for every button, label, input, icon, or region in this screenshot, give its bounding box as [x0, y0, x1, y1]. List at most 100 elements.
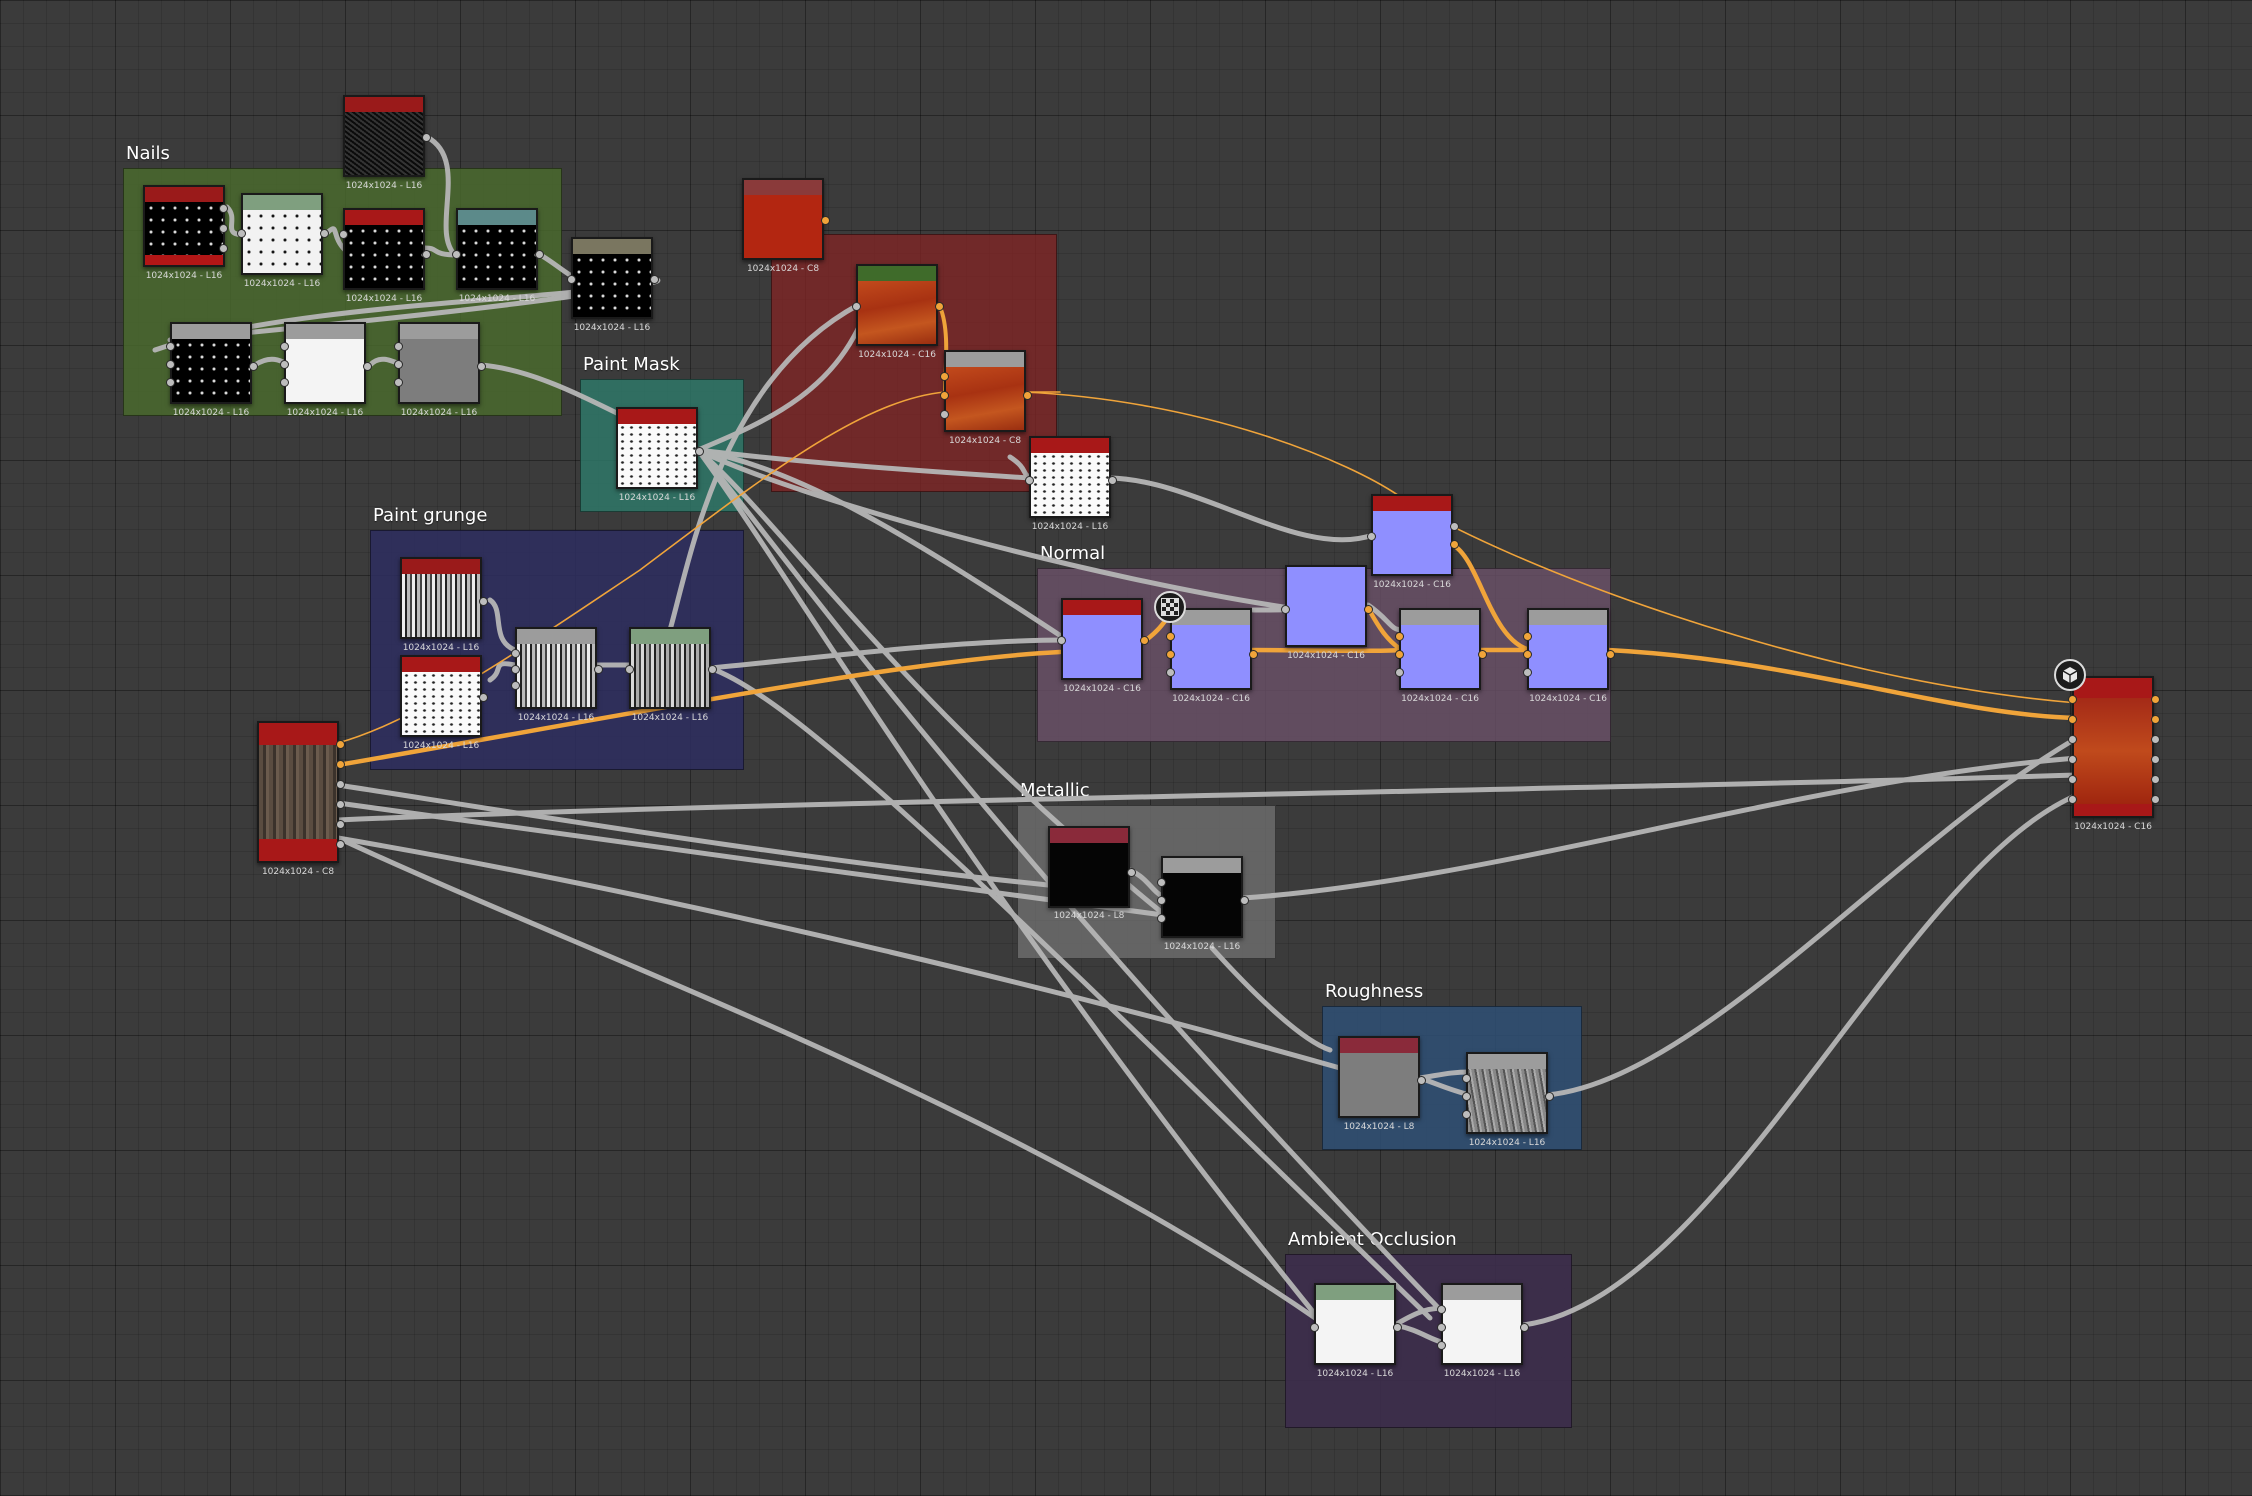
nails-node-5[interactable]: 1024x1024 - L16	[567, 237, 659, 333]
input-port[interactable]	[166, 342, 175, 351]
normal-node-1[interactable]: 1024x1024 - C16	[1057, 598, 1149, 694]
output-badge[interactable]	[2054, 659, 2086, 691]
input-port[interactable]	[1395, 668, 1404, 677]
grunge-node-3[interactable]: 1024x1024 - L16	[511, 627, 603, 723]
output-port[interactable]	[708, 665, 717, 674]
output-port[interactable]	[1606, 650, 1615, 659]
metal-node-2[interactable]: 1024x1024 - L16	[1157, 856, 1249, 952]
metal-node-1[interactable]: 1024x1024 - L8	[1048, 826, 1136, 921]
input-port[interactable]	[1157, 896, 1166, 905]
output-port[interactable]	[1140, 636, 1149, 645]
ao-node-1[interactable]: 1024x1024 - L16	[1310, 1283, 1402, 1379]
output-port[interactable]	[821, 216, 830, 225]
mask-white-node[interactable]: 1024x1024 - L16	[1025, 436, 1117, 532]
output-port[interactable]	[1023, 391, 1032, 400]
output-port[interactable]	[336, 840, 345, 849]
input-port[interactable]	[394, 360, 403, 369]
output-port[interactable]	[1417, 1076, 1426, 1085]
output-port[interactable]	[1364, 605, 1373, 614]
nails-node-2[interactable]: 1024x1024 - L16	[237, 193, 329, 289]
grunge-node-4[interactable]: 1024x1024 - L16	[625, 627, 717, 723]
input-port[interactable]	[1367, 532, 1376, 541]
output-port[interactable]	[2151, 715, 2160, 724]
input-port[interactable]	[567, 275, 576, 284]
input-port[interactable]	[1437, 1323, 1446, 1332]
normal-node-4[interactable]: 1024x1024 - C16	[1395, 608, 1487, 704]
input-port[interactable]	[940, 391, 949, 400]
input-port[interactable]	[2068, 795, 2077, 804]
output-port[interactable]	[2151, 795, 2160, 804]
nails-node-8[interactable]: 1024x1024 - L16	[394, 322, 486, 418]
input-port[interactable]	[2068, 715, 2077, 724]
input-port[interactable]	[1166, 650, 1175, 659]
normal-top-node[interactable]: 1024x1024 - C16	[1367, 494, 1459, 590]
output-port[interactable]	[219, 224, 228, 233]
input-port[interactable]	[1395, 632, 1404, 641]
output-port[interactable]	[477, 362, 486, 371]
rust-node-2[interactable]: 1024x1024 - C8	[940, 350, 1032, 446]
output-port[interactable]	[336, 820, 345, 829]
normal-node-5[interactable]: 1024x1024 - C16	[1523, 608, 1615, 704]
output-port[interactable]	[1478, 650, 1487, 659]
input-port[interactable]	[1437, 1341, 1446, 1350]
output-port[interactable]	[2151, 735, 2160, 744]
output-port[interactable]	[1108, 476, 1117, 485]
input-port[interactable]	[511, 649, 520, 658]
output-port[interactable]	[219, 204, 228, 213]
output-port[interactable]	[1520, 1323, 1529, 1332]
output-port[interactable]	[336, 760, 345, 769]
output-material-node[interactable]: 1024x1024 - C16	[2068, 676, 2160, 832]
noise-node[interactable]: 1024x1024 - L16	[343, 95, 431, 191]
output-port[interactable]	[363, 362, 372, 371]
grunge-node-1[interactable]: 1024x1024 - L16	[400, 557, 488, 653]
output-port[interactable]	[1450, 540, 1459, 549]
input-port[interactable]	[1462, 1092, 1471, 1101]
nails-node-6[interactable]: 1024x1024 - L16	[166, 322, 258, 418]
input-port[interactable]	[1523, 668, 1532, 677]
output-port[interactable]	[650, 275, 659, 284]
output-port[interactable]	[1450, 522, 1459, 531]
input-port[interactable]	[1025, 476, 1034, 485]
output-port[interactable]	[535, 250, 544, 259]
input-port[interactable]	[280, 378, 289, 387]
grunge-node-2[interactable]: 1024x1024 - L16	[400, 655, 488, 751]
input-port[interactable]	[2068, 735, 2077, 744]
input-port[interactable]	[1437, 1305, 1446, 1314]
output-port[interactable]	[219, 244, 228, 253]
input-port[interactable]	[940, 372, 949, 381]
output-port[interactable]	[479, 597, 488, 606]
output-port[interactable]	[594, 665, 603, 674]
input-port[interactable]	[1395, 650, 1404, 659]
nails-node-1[interactable]: 1024x1024 - L16	[143, 185, 228, 281]
output-port[interactable]	[336, 740, 345, 749]
input-port[interactable]	[511, 665, 520, 674]
input-port[interactable]	[1523, 632, 1532, 641]
input-base-node[interactable]: 1024x1024 - C8	[257, 721, 345, 877]
rough-node-1[interactable]: 1024x1024 - L8	[1338, 1036, 1426, 1132]
input-port[interactable]	[394, 378, 403, 387]
input-port[interactable]	[1166, 632, 1175, 641]
input-port[interactable]	[1523, 650, 1532, 659]
input-port[interactable]	[452, 250, 461, 259]
input-port[interactable]	[280, 360, 289, 369]
output-port[interactable]	[1240, 896, 1249, 905]
red-color-node[interactable]: 1024x1024 - C8	[742, 178, 830, 274]
paint-mask-node[interactable]: 1024x1024 - L16	[616, 407, 704, 503]
input-port[interactable]	[1157, 878, 1166, 887]
input-port[interactable]	[1057, 636, 1066, 645]
output-port[interactable]	[1545, 1092, 1554, 1101]
output-port[interactable]	[695, 447, 704, 456]
normal-badge[interactable]	[1154, 591, 1186, 623]
input-port[interactable]	[1281, 605, 1290, 614]
output-port[interactable]	[479, 693, 488, 702]
output-port[interactable]	[422, 133, 431, 142]
output-port[interactable]	[422, 250, 431, 259]
ao-node-2[interactable]: 1024x1024 - L16	[1437, 1283, 1529, 1379]
input-port[interactable]	[1157, 914, 1166, 923]
input-port[interactable]	[1462, 1074, 1471, 1083]
normal-node-2[interactable]: 1024x1024 - C16	[1166, 608, 1258, 704]
output-port[interactable]	[336, 780, 345, 789]
input-port[interactable]	[166, 360, 175, 369]
nails-node-4[interactable]: 1024x1024 - L16	[452, 208, 544, 304]
